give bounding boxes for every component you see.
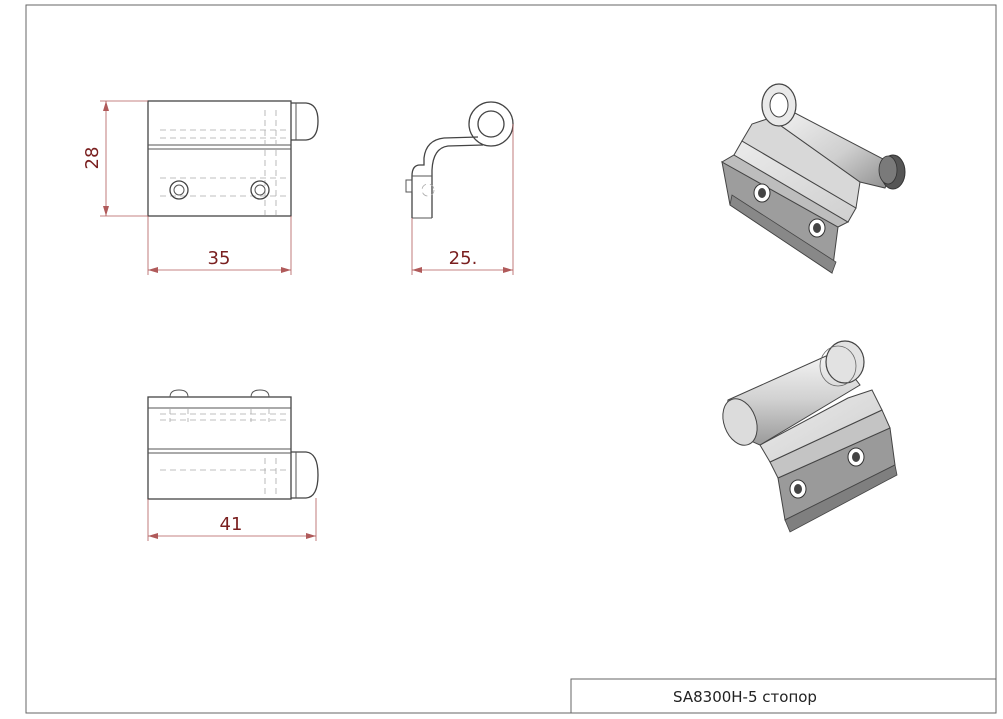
dimension-width-front: 35 xyxy=(147,216,292,275)
bottom-view: 41 xyxy=(147,389,319,541)
dimension-width-bottom: 41 xyxy=(147,498,317,541)
front-view: 28 35 xyxy=(82,100,319,275)
iso-bottom-hole-1 xyxy=(847,447,865,467)
iso-top-hole-2 xyxy=(808,218,826,238)
dimension-height: 28 xyxy=(82,100,148,217)
dimension-width-side: 25. xyxy=(411,124,514,275)
side-view: 25. xyxy=(405,101,514,275)
title-block: SA8300H-5 стопор xyxy=(570,678,997,714)
sheet-border xyxy=(25,4,997,714)
title-block-text: SA8300H-5 стопор xyxy=(673,688,817,706)
dimension-width-bottom-label: 41 xyxy=(220,514,243,535)
isometric-view-top xyxy=(720,83,906,274)
isometric-view-bottom xyxy=(722,340,898,533)
dimension-width-side-label: 25. xyxy=(449,248,478,269)
screw-hole-left xyxy=(169,180,189,200)
dimension-height-label: 28 xyxy=(82,147,103,170)
iso-bottom-hole-2 xyxy=(789,479,807,499)
screw-hole-right xyxy=(250,180,270,200)
dimension-width-front-label: 35 xyxy=(208,248,231,269)
iso-top-hole-1 xyxy=(753,183,771,203)
